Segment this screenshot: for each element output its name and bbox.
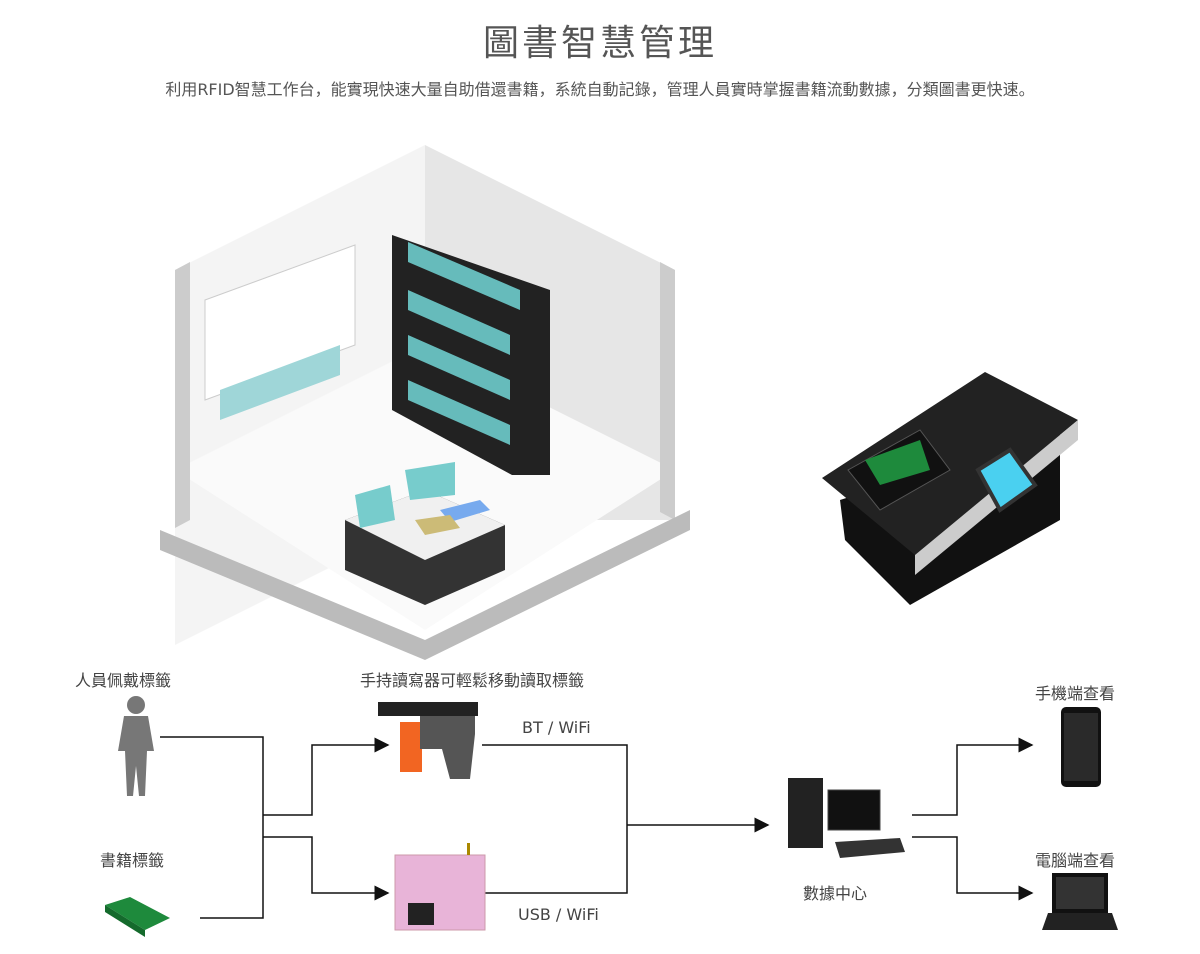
page-title: 圖書智慧管理 (482, 23, 717, 64)
label-book-tag: 書籍標籤 (100, 851, 165, 870)
handheld-reader-icon (378, 702, 478, 779)
library-room-illustration (160, 145, 690, 660)
connection-lines (160, 736, 1034, 919)
book-icon (105, 897, 170, 937)
person-icon (118, 696, 154, 796)
laptop-icon (1042, 873, 1118, 930)
label-usb-wifi: USB / WiFi (518, 905, 599, 924)
label-pc-view: 電腦端查看 (1035, 851, 1116, 870)
fixed-rfid-reader-icon (394, 843, 486, 931)
label-data-center: 數據中心 (803, 884, 868, 903)
label-person-tag: 人員佩戴標籤 (75, 671, 172, 690)
page-subtitle: 利用RFID智慧工作台，能實現快速大量自助借還書籍，系統自動記錄，管理人員實時掌… (165, 80, 1035, 99)
label-handheld-reader: 手持讀寫器可輕鬆移動讀取標籤 (360, 671, 585, 690)
rfid-workstation-illustration (822, 372, 1078, 605)
server-computer-icon (788, 778, 905, 858)
smartphone-icon (1061, 707, 1101, 787)
label-bt-wifi: BT / WiFi (522, 718, 591, 737)
label-mobile-view: 手機端查看 (1035, 684, 1116, 703)
